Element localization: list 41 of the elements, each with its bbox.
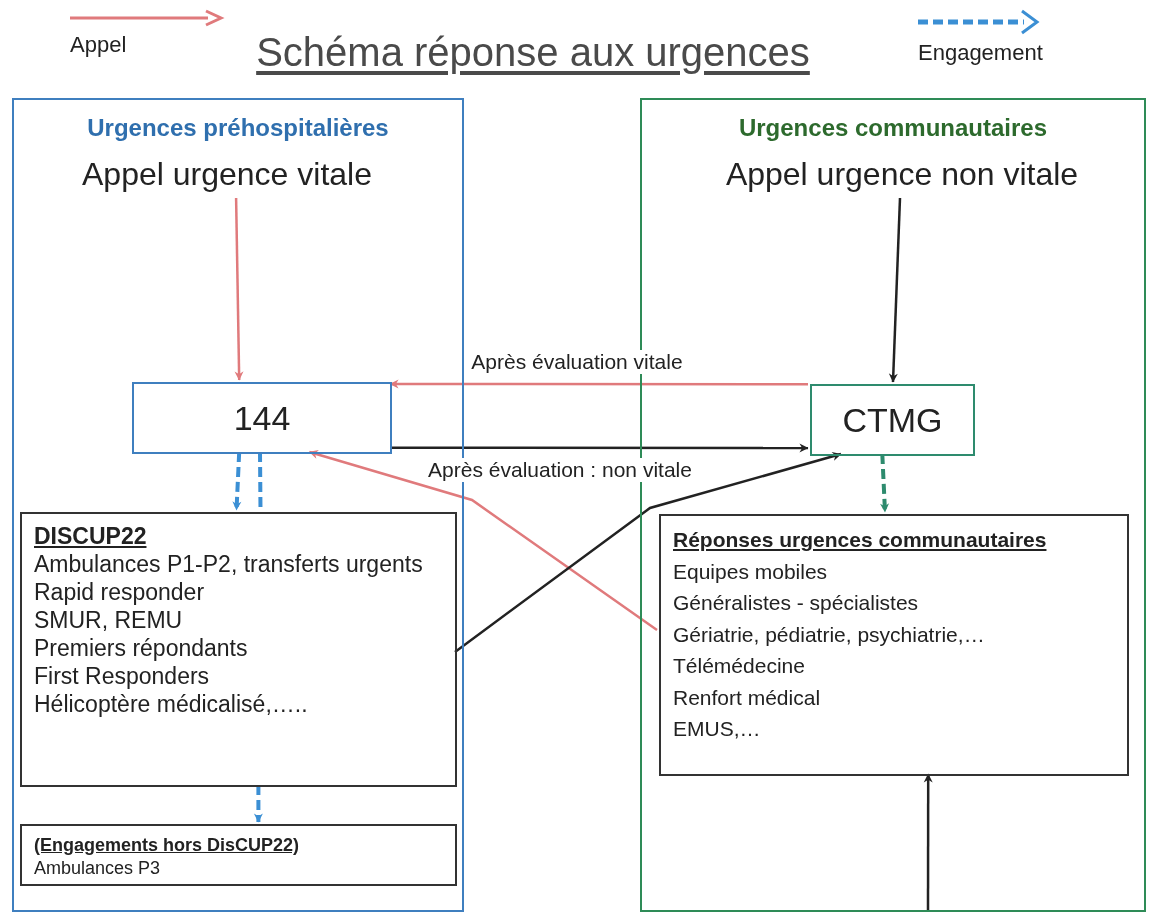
call-type-text: Appel urgence vitale	[42, 156, 412, 200]
arrow	[390, 443, 809, 453]
arrow	[234, 197, 244, 381]
list-item: Rapid responder	[34, 578, 206, 607]
list-item: Généralistes - spécialistes	[673, 590, 920, 616]
list-item: Premiers répondants	[34, 634, 249, 663]
resource-box	[659, 514, 1129, 776]
list-item: Ambulances P3	[34, 857, 162, 881]
arrow	[232, 451, 242, 511]
list-item: Gériatrie, pédiatrie, psychiatrie,…	[673, 621, 986, 648]
center-box	[132, 382, 392, 454]
center-name: 144	[233, 398, 291, 438]
list-item: Ambulances P1-P2, transferts urgents	[34, 550, 424, 579]
list-item: First Responders	[34, 662, 211, 691]
arrow	[389, 379, 808, 389]
arrow	[880, 453, 890, 513]
list-item: Télémédecine	[673, 653, 806, 679]
legend-label: Engagement	[918, 40, 1043, 66]
connector-line	[258, 452, 263, 510]
list-item: SMUR, REMU	[34, 606, 184, 635]
list-item: Renfort médical	[673, 684, 822, 711]
arrow	[888, 197, 902, 383]
arrow	[308, 450, 658, 631]
panel-heading: Urgences préhospitalières	[86, 114, 390, 142]
arrow	[923, 773, 933, 912]
list-item: Equipes mobiles	[673, 558, 829, 585]
box-heading: DISCUP22	[34, 522, 148, 551]
box-heading: Réponses urgences communautaires	[673, 527, 1048, 553]
box-heading: (Engagements hors DisCUP22)	[34, 834, 301, 857]
call-type-text: Appel urgence non vitale	[682, 156, 1122, 200]
arrow	[454, 452, 842, 653]
resource-box	[20, 824, 457, 886]
legend-label: Appel	[70, 32, 127, 58]
list-item: EMUS,…	[673, 716, 762, 742]
panel-heading: Urgences communautaires	[737, 114, 1049, 142]
list-item: Hélicoptère médicalisé,…..	[34, 690, 309, 719]
center-name: CTMG	[842, 400, 943, 440]
center-box	[810, 384, 975, 456]
arrow	[253, 785, 263, 823]
diagram-title: Schéma réponse aux urgences	[255, 30, 811, 75]
resource-box	[20, 512, 457, 787]
